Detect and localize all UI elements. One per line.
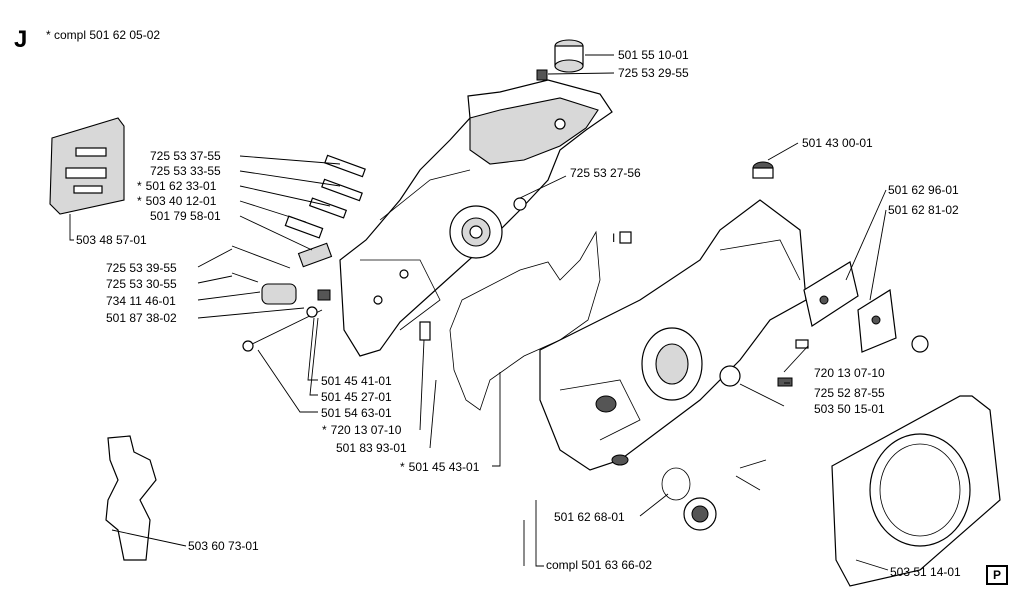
part-label: 725 53 27-56 — [570, 166, 641, 180]
part-label: compl 501 63 66-02 — [546, 558, 653, 572]
part-label: 501 55 10-01 — [618, 48, 689, 62]
leader-lines — [69, 54, 889, 571]
lower-crankcase-part — [539, 199, 807, 471]
part-label: 501 45 27-01 — [321, 390, 392, 404]
part-label: *501 45 43-01 — [400, 460, 480, 474]
seal-part — [661, 459, 767, 531]
part-label: 501 62 81-02 — [888, 203, 959, 217]
part-label: 501 54 63-01 — [321, 406, 392, 420]
part-label: 503 50 15-01 — [814, 402, 885, 416]
part-label: 725 53 33-55 — [150, 164, 221, 178]
part-label: 725 52 87-55 — [814, 386, 885, 400]
chain-catcher-part — [105, 435, 157, 561]
gasket-part — [449, 230, 601, 411]
callout-label: I — [612, 231, 616, 245]
part-label: 501 43 00-01 — [802, 136, 873, 150]
guide-plate-part — [49, 117, 125, 215]
part-label: 725 53 29-55 — [618, 66, 689, 80]
page-badge: P — [986, 565, 1008, 585]
part-label: 501 62 68-01 — [554, 510, 625, 524]
part-label: 501 87 38-02 — [106, 311, 177, 325]
upper-crankcase-part — [339, 79, 613, 357]
part-label: 501 45 41-01 — [321, 374, 392, 388]
section-letter: J — [14, 26, 28, 53]
fan-cover-part — [831, 395, 1001, 587]
part-label: 501 79 58-01 — [150, 209, 221, 223]
section-note: * compl 501 62 05-02 — [46, 28, 161, 42]
part-label: 503 51 14-01 — [890, 565, 961, 579]
part-label: 503 60 73-01 — [188, 539, 259, 553]
part-label: 734 11 46-01 — [106, 294, 176, 308]
part-label: 503 48 57-01 — [76, 233, 147, 247]
part-label: *501 62 33-01 — [137, 179, 217, 193]
part-label: 501 83 93-01 — [336, 441, 407, 455]
part-label: *503 40 12-01 — [137, 194, 217, 208]
part-label: 725 53 37-55 — [150, 149, 221, 163]
part-label: 720 13 07-10 — [814, 366, 885, 380]
av-element-part — [536, 39, 584, 81]
part-label: 501 62 96-01 — [888, 183, 959, 197]
plate-part — [777, 261, 929, 387]
part-label: 725 53 39-55 — [106, 261, 177, 275]
cap-part — [752, 161, 774, 179]
part-label: 725 53 30-55 — [106, 277, 177, 291]
callout-box — [619, 231, 632, 244]
part-label: *720 13 07-10 — [322, 423, 402, 437]
